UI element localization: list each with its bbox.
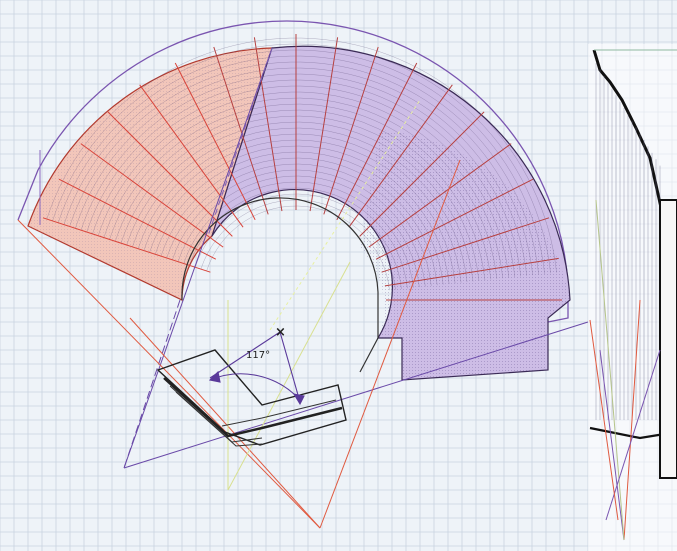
construction-lines bbox=[17, 47, 589, 529]
seat-row bbox=[132, 127, 468, 283]
seat-rows bbox=[46, 37, 557, 291]
aisle-line bbox=[107, 111, 233, 237]
aisle-line bbox=[139, 84, 244, 228]
outer-boundary bbox=[17, 20, 569, 323]
seat-row bbox=[80, 73, 521, 277]
seat-row bbox=[103, 97, 498, 279]
aisle-line bbox=[323, 46, 379, 215]
aisle-line bbox=[253, 37, 283, 212]
aisle-line bbox=[381, 217, 550, 273]
seat-row bbox=[98, 91, 504, 279]
seat-row bbox=[149, 145, 450, 284]
seat-row bbox=[69, 61, 533, 276]
aisle-line bbox=[42, 217, 211, 273]
aisle-line bbox=[80, 143, 224, 248]
aisle-line bbox=[213, 46, 269, 215]
stage-front bbox=[156, 349, 347, 447]
seat-row bbox=[109, 103, 492, 280]
section-elevation bbox=[588, 44, 677, 551]
seat-row bbox=[160, 157, 438, 286]
angle-label: 117° bbox=[246, 350, 270, 361]
seat-row bbox=[126, 121, 474, 282]
seat-row bbox=[120, 115, 480, 281]
seat-row bbox=[143, 139, 456, 284]
center-cross-icon: × bbox=[275, 325, 286, 340]
seat-row bbox=[75, 67, 527, 276]
seat-row bbox=[92, 85, 510, 278]
aisle-line bbox=[348, 84, 453, 228]
aisle-line bbox=[375, 178, 534, 260]
seat-row bbox=[58, 49, 545, 274]
seat-row bbox=[63, 55, 539, 275]
aisle-line bbox=[309, 37, 339, 212]
seat-row bbox=[137, 133, 462, 283]
angle-indicator bbox=[208, 331, 305, 406]
aisle-line bbox=[368, 143, 512, 248]
seat-row bbox=[155, 151, 444, 285]
seat-row bbox=[86, 79, 515, 278]
aisle-line bbox=[336, 62, 418, 221]
aisle-line bbox=[359, 111, 485, 237]
seat-row bbox=[46, 37, 557, 273]
orchestra-opening bbox=[181, 197, 379, 373]
aisle-line bbox=[58, 178, 217, 260]
seat-row bbox=[52, 43, 551, 274]
seat-row bbox=[195, 193, 402, 289]
aisle-line bbox=[174, 62, 256, 221]
seat-row bbox=[115, 109, 486, 281]
